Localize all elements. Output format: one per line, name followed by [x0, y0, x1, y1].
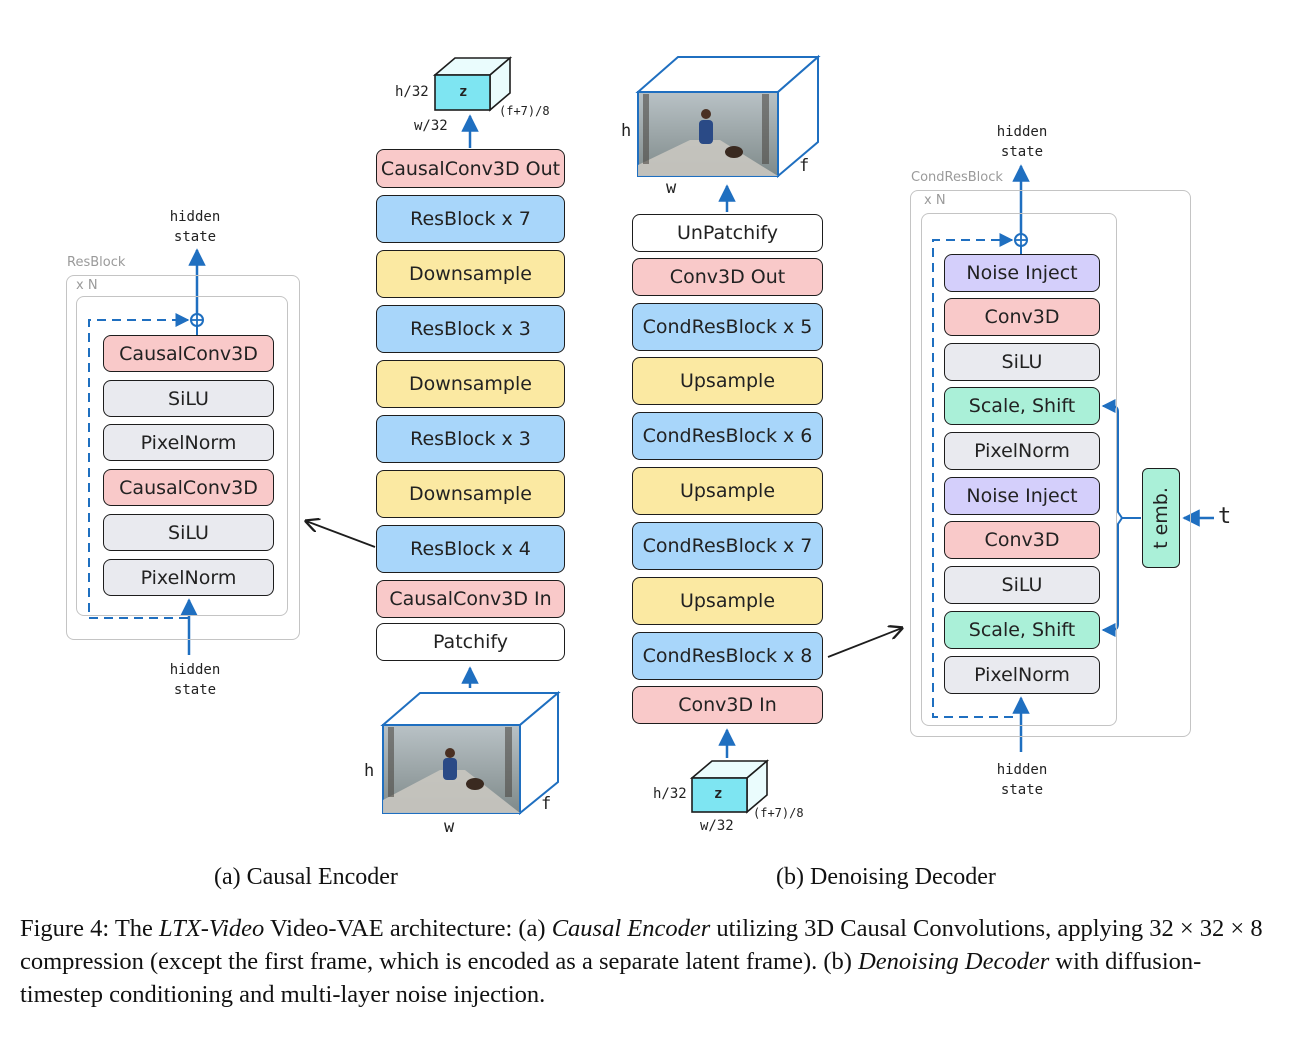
decoder-video-h-label: h: [621, 121, 632, 141]
decoder-condresblock-x8: CondResBlock x 8: [632, 632, 823, 680]
figure-caption-causal-encoder: Causal Encoder: [551, 915, 711, 942]
encoder-video-w-label: w: [444, 817, 455, 837]
decoder-upsample-2: Upsample: [632, 467, 823, 515]
condresblock-silu-1: SiLU: [944, 343, 1100, 381]
encoder-video-f-label: f: [541, 794, 552, 814]
decoder-conv3d-in: Conv3D In: [632, 686, 823, 724]
resblock-pixelnorm-2: PixelNorm: [103, 559, 274, 596]
resblock-repeat-label: x N: [76, 278, 98, 293]
encoder-latent-z-label: z: [459, 84, 468, 100]
decoder-video-f-label: f: [799, 156, 810, 176]
resblock-title: ResBlock: [67, 255, 126, 270]
resblock-pixelnorm-1: PixelNorm: [103, 424, 274, 461]
encoder-downsample-1: Downsample: [376, 250, 565, 298]
figure-caption-part3: with diffusion-timestep conditioning and…: [20, 948, 1202, 1008]
condresblock-hidden-state-out: hidden state: [996, 124, 1048, 160]
resblock-outer-frame: [66, 275, 300, 640]
encoder-latent-h-label: h/32: [395, 84, 429, 100]
figure-caption-ltx: LTX-Video: [159, 915, 265, 942]
condresblock-scale-shift-2: Scale, Shift: [944, 611, 1100, 649]
encoder-resblock-x3-b: ResBlock x 3: [376, 415, 565, 463]
encoder-causalconv3d-out: CausalConv3D Out: [376, 149, 565, 188]
condresblock-pixelnorm-2: PixelNorm: [944, 656, 1100, 694]
condresblock-repeat-label: x N: [924, 193, 946, 208]
decoder-upsample-3: Upsample: [632, 577, 823, 625]
encoder-resblock-x4: ResBlock x 4: [376, 525, 565, 573]
figure-caption-part2: utilizing 3D Causal Convolutions, applyi…: [20, 915, 1263, 975]
condresblock-silu-2: SiLU: [944, 566, 1100, 604]
encoder-latent-cube: [432, 56, 513, 112]
timestep-t-label: t: [1218, 504, 1232, 529]
encoder-causalconv3d-in: CausalConv3D In: [376, 580, 565, 618]
condresblock-skip-connection: [932, 233, 1014, 718]
resblock-causalconv3d-1: CausalConv3D: [103, 335, 274, 372]
encoder-resblock-x3-a: ResBlock x 3: [376, 305, 565, 353]
decoder-video-w-label: w: [666, 178, 677, 198]
decoder-upsample-1: Upsample: [632, 357, 823, 405]
figure-caption-label: Figure 4: The: [20, 915, 160, 942]
decoder-unpatchify: UnPatchify: [632, 214, 823, 252]
resblock-silu-2: SiLU: [103, 514, 274, 551]
decoder-latent-h-label: h/32: [653, 786, 687, 802]
decoder-latent-z-label: z: [714, 786, 723, 802]
encoder-video-h-label: h: [364, 761, 375, 781]
timestep-embedding-block: t emb.: [1142, 468, 1180, 568]
condresblock-inner-frame: [921, 213, 1117, 726]
condresblock-title: CondResBlock: [911, 170, 1003, 185]
figure-caption: Figure 4: The LTX-Video Video-VAE archit…: [20, 912, 1270, 1011]
resblock-causalconv3d-2: CausalConv3D: [103, 469, 274, 506]
condresblock-outer-frame: [910, 190, 1191, 737]
condresblock-hidden-state-in: hidden state: [996, 762, 1048, 798]
encoder-latent-f-label: (f+7)/8: [499, 104, 550, 118]
decoder-detail-arrow: [827, 628, 902, 658]
encoder-video-cube: [380, 690, 561, 816]
encoder-latent-w-label: w/32: [414, 118, 448, 134]
timestep-embedding-label: t emb.: [1150, 487, 1173, 549]
decoder-conv3d-out: Conv3D Out: [632, 258, 823, 296]
encoder-downsample-3: Downsample: [376, 470, 565, 518]
decoder-video-cube: [635, 54, 821, 179]
condresblock-conv3d-1: Conv3D: [944, 298, 1100, 336]
decoder-latent-cube: [689, 759, 770, 814]
resblock-hidden-state-out: hidden state: [169, 209, 221, 245]
encoder-detail-arrow: [306, 521, 376, 548]
condresblock-conv3d-2: Conv3D: [944, 521, 1100, 559]
decoder-condresblock-x7: CondResBlock x 7: [632, 522, 823, 570]
decoder-condresblock-x5: CondResBlock x 5: [632, 303, 823, 351]
resblock-hidden-state-in: hidden state: [169, 662, 221, 698]
decoder-latent-f-label: (f+7)/8: [753, 806, 804, 820]
condresblock-noise-inject-1: Noise Inject: [944, 254, 1100, 292]
resblock-skip-connection: [88, 313, 190, 619]
decoder-latent-w-label: w/32: [700, 818, 734, 834]
subcaption-decoder: (b) Denoising Decoder: [776, 864, 996, 890]
encoder-resblock-x7: ResBlock x 7: [376, 195, 565, 243]
figure-caption-denoising-decoder: Denoising Decoder: [858, 948, 1050, 975]
encoder-patchify: Patchify: [376, 623, 565, 661]
figure-caption-part1: Video-VAE architecture: (a): [264, 915, 552, 942]
decoder-condresblock-x6: CondResBlock x 6: [632, 412, 823, 460]
resblock-silu-1: SiLU: [103, 380, 274, 417]
condresblock-pixelnorm-1: PixelNorm: [944, 432, 1100, 470]
resblock-inner-frame: [76, 296, 288, 616]
encoder-downsample-2: Downsample: [376, 360, 565, 408]
condresblock-scale-shift-1: Scale, Shift: [944, 387, 1100, 425]
condresblock-noise-inject-2: Noise Inject: [944, 477, 1100, 515]
subcaption-encoder: (a) Causal Encoder: [214, 864, 398, 890]
